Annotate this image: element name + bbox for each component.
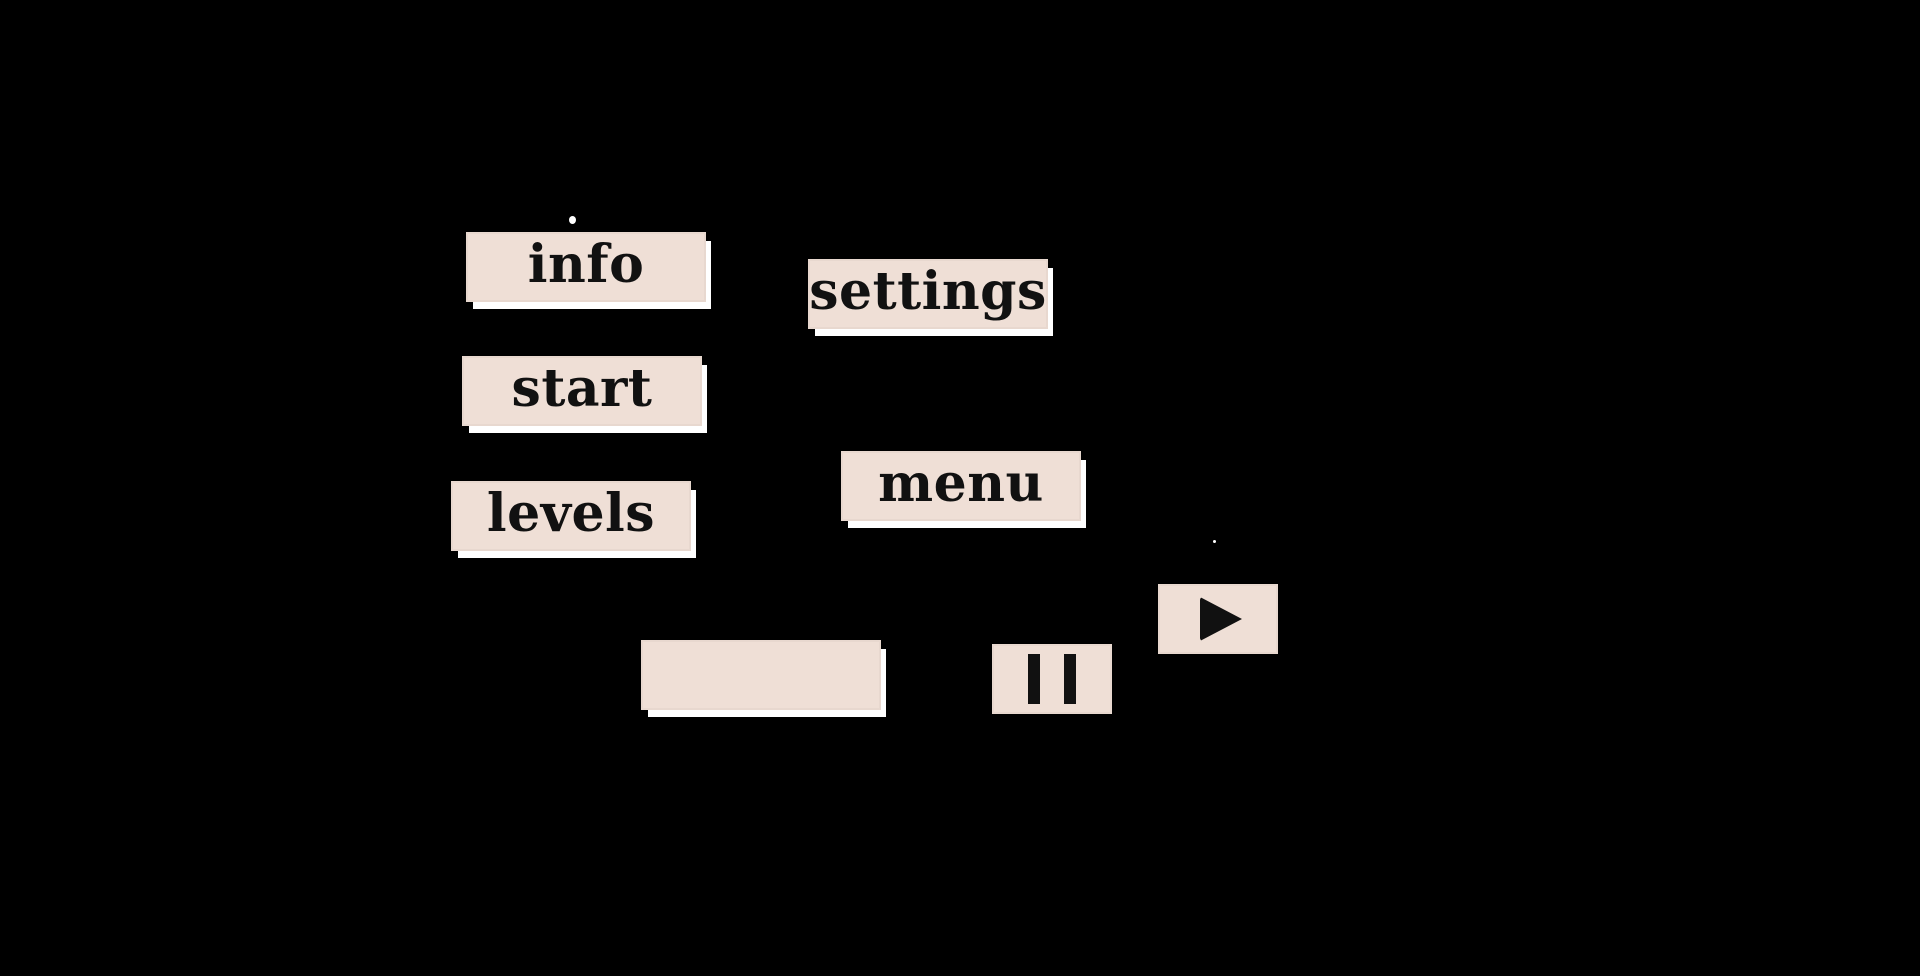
- info-button[interactable]: info: [466, 232, 706, 302]
- levels-button-label: levels: [486, 483, 656, 544]
- settings-button[interactable]: settings: [808, 259, 1048, 329]
- play-button[interactable]: [1158, 584, 1278, 654]
- settings-button-label: settings: [809, 261, 1047, 322]
- white-speck: [1213, 540, 1216, 543]
- start-button-label: start: [511, 358, 653, 419]
- play-icon: [1200, 597, 1242, 641]
- menu-button[interactable]: menu: [841, 451, 1081, 521]
- info-button-label: info: [527, 234, 645, 295]
- menu-button-label: menu: [878, 453, 1044, 514]
- start-button[interactable]: start: [462, 356, 702, 426]
- pause-icon: [1028, 654, 1076, 704]
- pause-button[interactable]: [992, 644, 1112, 714]
- blank-button[interactable]: [641, 640, 881, 710]
- pause-bar-left: [1028, 654, 1040, 704]
- levels-button[interactable]: levels: [451, 481, 691, 551]
- pause-bar-right: [1064, 654, 1076, 704]
- white-speck: [569, 216, 576, 224]
